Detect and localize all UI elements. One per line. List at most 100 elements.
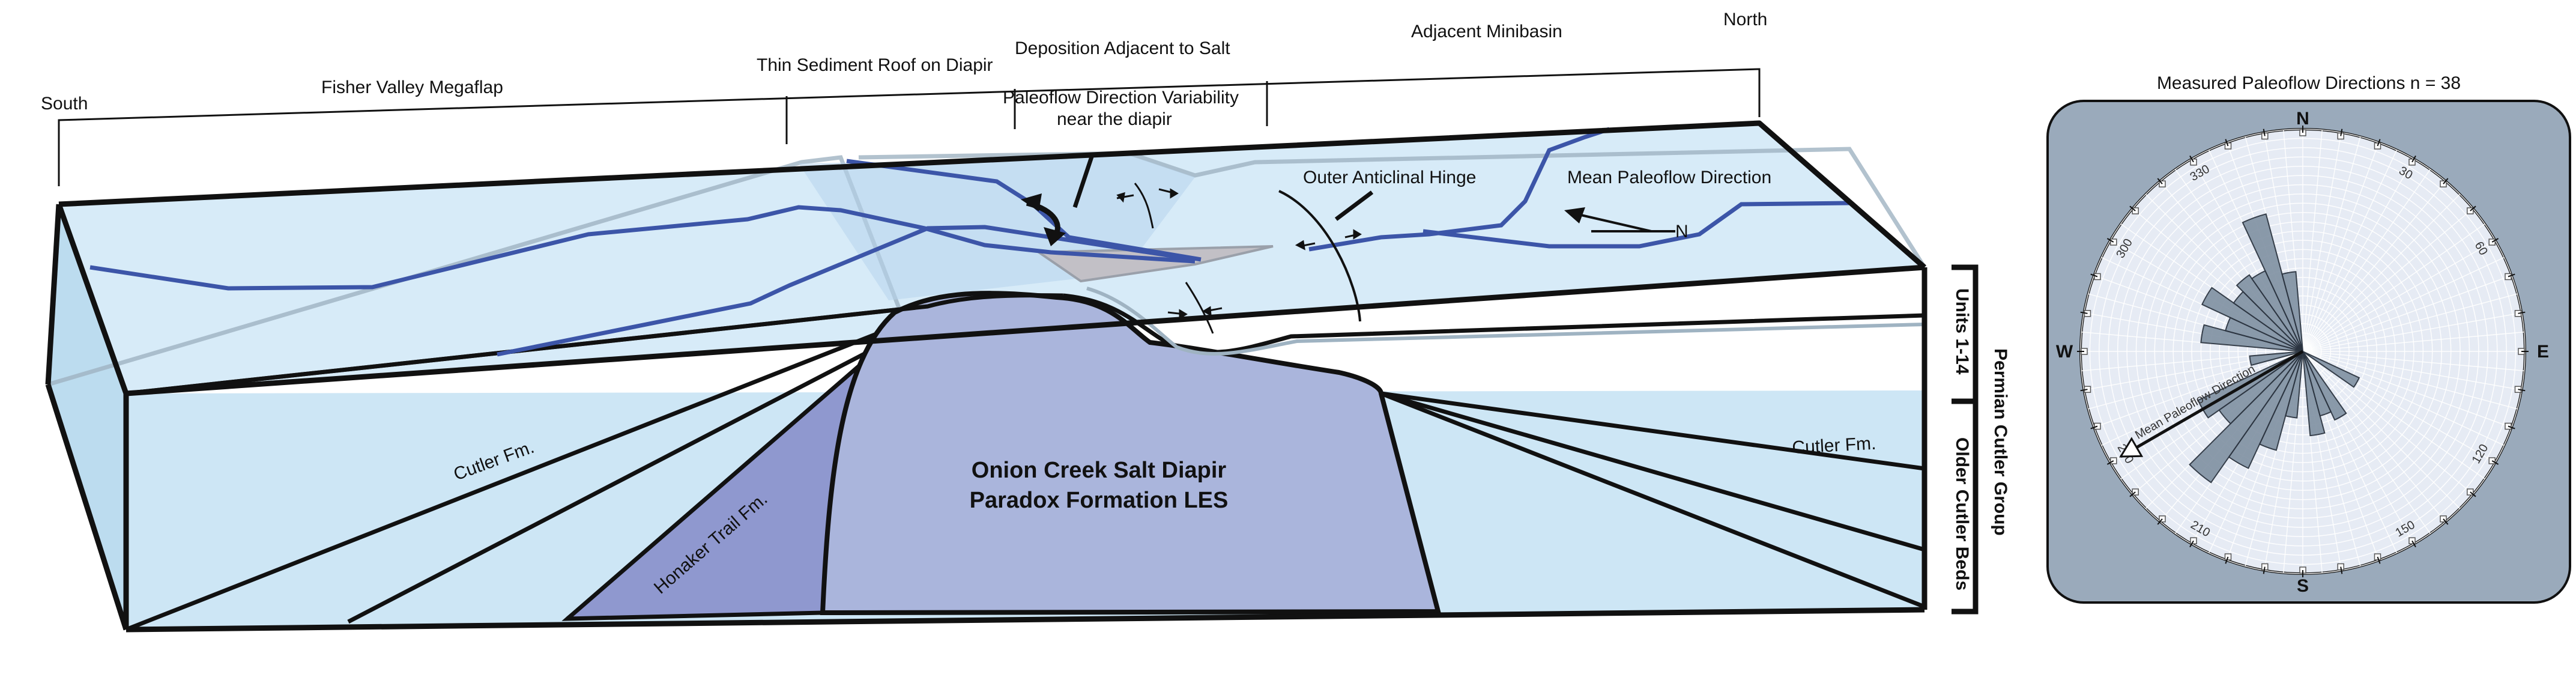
rose-tick-line: [2491, 238, 2499, 243]
rose-tick-line: [2106, 238, 2114, 243]
rose-spoke: [2302, 208, 2473, 352]
rose-petals: [2189, 213, 2360, 484]
rose-tick-line: [2443, 518, 2449, 525]
rose-spoke: [2302, 275, 2512, 352]
rose-spoke: [2302, 332, 2524, 352]
rose-tick-line: [2491, 460, 2499, 465]
paleoflow-pointer-line: [1072, 152, 1095, 208]
units-base-line: [125, 293, 1063, 396]
rose-spoke: [2302, 351, 2524, 371]
rose-spoke: [2302, 351, 2518, 410]
rose-tick-line: [2263, 129, 2266, 136]
paleoflow-variability-label-2: near the diapir: [1057, 109, 1172, 129]
rose-title: Measured Paleoflow Directions n = 38: [2157, 73, 2461, 93]
units-1-14-label: Units 1-14: [1952, 288, 1972, 375]
rose-petal: [2201, 287, 2303, 352]
rose-tick-line: [2518, 389, 2526, 392]
rose-tick-line: [2340, 129, 2343, 136]
rose-tick-line: [2263, 566, 2266, 574]
mean-paleoflow-arrowhead: [1564, 207, 1585, 223]
rose-diagram-panel: Measured Paleoflow Directions n = 38 306…: [2046, 73, 2571, 604]
rose-spoke: [2302, 351, 2522, 390]
rose-petal: [2189, 351, 2303, 484]
small-fault-markers: [1134, 183, 1214, 334]
rose-tick-line: [2518, 311, 2526, 314]
rose-spoke: [2302, 351, 2461, 509]
outer-hinge-label: Outer Anticlinal Hinge: [1303, 168, 1477, 187]
double-arrow-head-bottom: [1044, 227, 1066, 246]
rose-tick-line: [2225, 556, 2229, 564]
rose-tick-line: [2470, 205, 2476, 211]
rose-tick-line: [2377, 139, 2381, 147]
rose-tick-line: [2106, 460, 2114, 465]
rose-petal: [2249, 351, 2303, 366]
cutler-right-label: Cutler Fm.: [1792, 434, 1877, 458]
rose-spoke: [2302, 150, 2398, 352]
paleoflow-traces: [89, 127, 1850, 357]
rose-tick-line: [2470, 491, 2476, 497]
rose-spoke: [2302, 312, 2522, 352]
header-labels: South Fisher Valley Megaflap Thin Sedime…: [41, 10, 1767, 114]
rose-tick-line: [2411, 540, 2416, 548]
rose-tick-line: [2157, 518, 2163, 525]
rose-tick-line: [2129, 205, 2136, 211]
rose-perimeter-ticks: [2077, 126, 2529, 577]
diapir-label-1: Onion Creek Salt Diapir: [972, 458, 1227, 483]
minibasin-syncline-grey: [1086, 287, 1925, 356]
rose-petal: [2281, 271, 2303, 352]
rose-spoke: [2302, 169, 2431, 352]
rose-spoke: [2302, 130, 2323, 352]
double-arrow-head-top: [1021, 193, 1042, 211]
block-diagram: [45, 120, 1927, 633]
rose-tick-line: [2340, 566, 2343, 574]
rose-spoke: [2302, 240, 2496, 352]
rose-petal: [2242, 213, 2303, 352]
block-annotations: Paleoflow Direction Variability near the…: [1003, 88, 1771, 241]
side-brackets: [1952, 264, 1979, 615]
permian-cutler-label: Permian Cutler Group: [1991, 348, 2010, 536]
rose-spoke: [2302, 193, 2461, 352]
label-south: South: [41, 94, 88, 114]
rose-spoke: [2302, 159, 2414, 352]
rose-tick-line: [2189, 540, 2194, 548]
rose-petal: [2302, 351, 2332, 417]
rose-spoke: [2302, 142, 2380, 352]
rose-petal: [2302, 351, 2360, 388]
rose-north-label: N: [2296, 109, 2309, 129]
header-bracket: [58, 68, 1761, 186]
north-arrow-label: N: [1675, 222, 1689, 241]
rose-tick-line: [2080, 311, 2088, 314]
label-north: North: [1723, 10, 1767, 29]
rose-tick-line: [2508, 273, 2515, 278]
side-labels: Units 1-14 Older Cutler Beds Permian Cut…: [1952, 288, 2010, 590]
hinge-pointer-line: [1334, 190, 1374, 221]
label-deposition: Deposition Adjacent to Salt: [1015, 38, 1230, 58]
rose-tick-line: [2157, 178, 2163, 184]
rose-tick-line: [2129, 491, 2136, 497]
rose-tick-line: [2377, 556, 2381, 564]
label-thin-roof: Thin Sediment Roof on Diapir: [757, 55, 993, 75]
rose-petal: [2302, 351, 2347, 421]
minibasin-syncline-line: [1062, 293, 1925, 354]
rose-spoke: [2302, 132, 2342, 352]
rose-east-label: E: [2537, 342, 2549, 362]
block-outline: [45, 120, 1927, 633]
rose-petal: [2236, 274, 2303, 352]
rose-tick-line: [2189, 155, 2194, 163]
rose-tick-line: [2080, 389, 2088, 392]
rose-spoke: [2302, 136, 2361, 352]
rose-west-label: W: [2056, 342, 2073, 362]
rose-mean-line: [2120, 350, 2304, 458]
rose-mean-arrowhead: [2119, 437, 2144, 458]
rose-spoke: [2302, 351, 2512, 428]
rose-tick-line: [2508, 425, 2515, 430]
rose-tick-line: [2090, 425, 2098, 430]
rose-spoke: [2302, 223, 2485, 352]
label-fisher-valley: Fisher Valley Megaflap: [321, 77, 503, 97]
mean-paleoflow-label: Mean Paleoflow Direction: [1567, 168, 1771, 187]
rose-spoke: [2302, 293, 2518, 352]
rose-south-label: S: [2297, 576, 2309, 596]
rose-tick-line: [2411, 155, 2416, 163]
rose-spoke: [2302, 181, 2446, 352]
